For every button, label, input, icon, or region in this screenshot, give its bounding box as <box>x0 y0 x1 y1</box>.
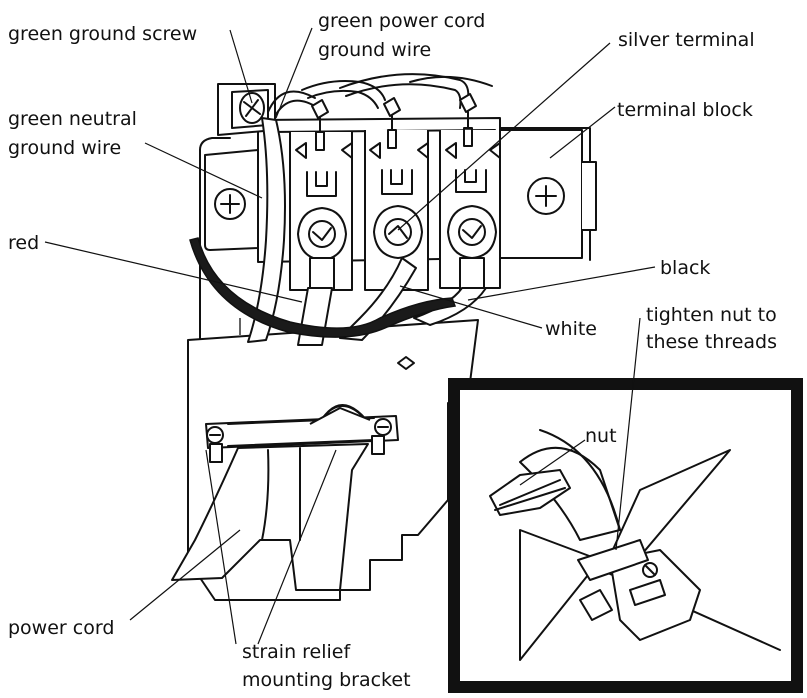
top-wires <box>267 73 493 151</box>
label-green-power-cord-ground-wire-line2: ground wire <box>318 39 431 61</box>
ground-screw-bracket <box>217 83 276 136</box>
leader-lines <box>44 27 656 645</box>
label-green-ground-screw: green ground screw <box>8 23 197 45</box>
inset-clamp <box>577 539 666 621</box>
label-tighten-nut-line2: these threads <box>646 331 777 353</box>
label-strain-relief-line1: strain relief <box>242 641 351 663</box>
label-green-power-cord-ground-wire-line1: green power cord <box>318 10 485 32</box>
inset-detail <box>448 378 803 693</box>
label-black: black <box>660 257 710 279</box>
label-green-neutral-ground-wire-line1: green neutral <box>8 108 137 130</box>
label-strain-relief-line2: mounting bracket <box>242 669 411 691</box>
label-red: red <box>8 232 39 254</box>
green-neutral-ground-wire <box>189 237 457 338</box>
labels: green ground screw green power cord grou… <box>8 10 777 691</box>
appliance-illustration <box>171 73 597 601</box>
label-white: white <box>545 318 597 340</box>
lug-terminals <box>297 205 497 291</box>
strain-relief-clamp <box>205 404 399 463</box>
power-cord <box>171 443 369 591</box>
label-tighten-nut-line1: tighten nut to <box>646 304 777 326</box>
ground-wires <box>189 117 457 343</box>
label-terminal-block: terminal block <box>617 99 753 121</box>
label-power-cord: power cord <box>8 617 114 639</box>
label-green-neutral-ground-wire-line2: ground wire <box>8 137 121 159</box>
inset-nut <box>489 469 571 516</box>
inset-cord-illustration <box>489 429 781 661</box>
label-nut: nut <box>585 425 617 447</box>
bracket-small-hole <box>397 356 415 370</box>
label-silver-terminal: silver terminal <box>618 29 755 51</box>
green-power-cord-ground-wire <box>247 117 286 343</box>
